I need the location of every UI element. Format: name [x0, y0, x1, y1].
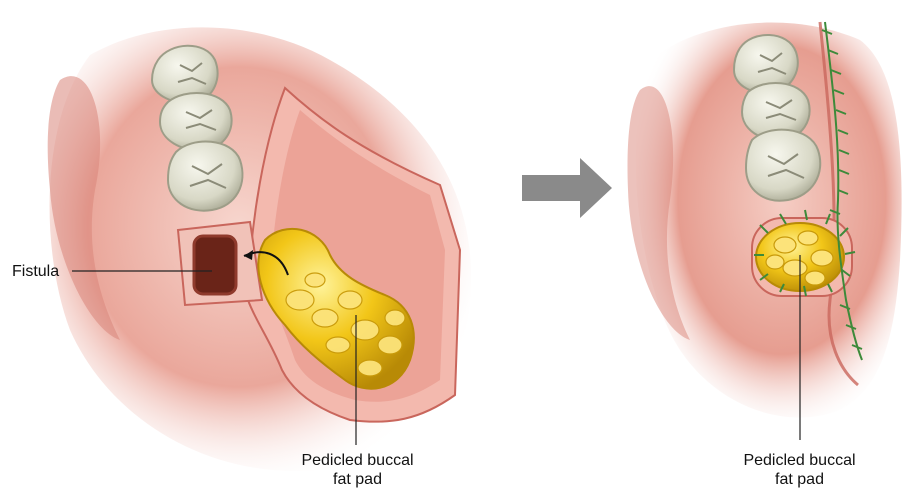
tooth [746, 130, 820, 201]
transition-arrow [522, 158, 612, 218]
right-panel [628, 22, 902, 440]
tooth [168, 142, 242, 211]
right-fat-pad-label: Pedicled buccal fat pad [727, 451, 872, 489]
left-fat-pad-label: Pedicled buccal fat pad [285, 451, 430, 489]
fistula-opening [194, 236, 236, 294]
left-fat-pad-label-line2: fat pad [285, 470, 430, 489]
fistula-label: Fistula [12, 262, 59, 281]
left-panel [48, 27, 471, 471]
right-fat-pad-label-line2: fat pad [727, 470, 872, 489]
right-fat-pad-label-line1: Pedicled buccal [727, 451, 872, 470]
left-fat-pad-label-line1: Pedicled buccal [285, 451, 430, 470]
